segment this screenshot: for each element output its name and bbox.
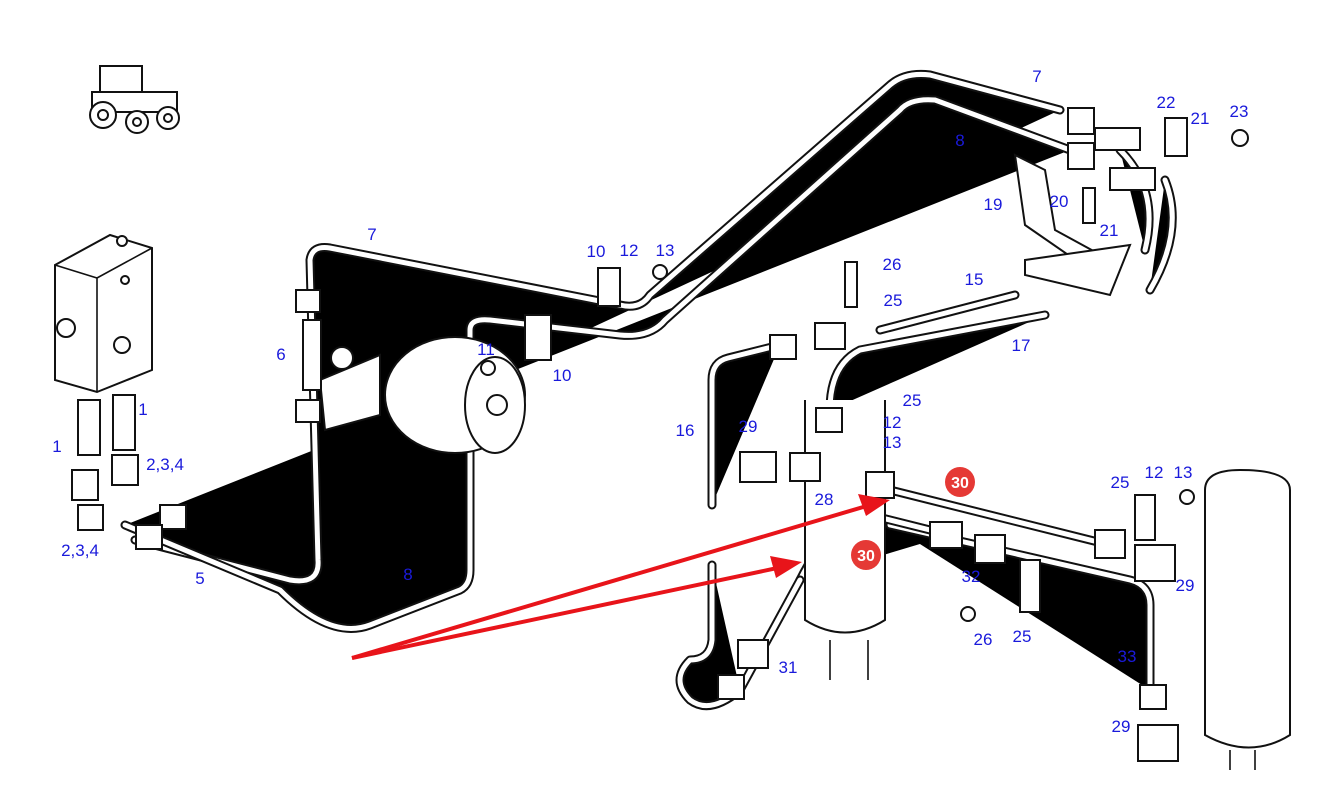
part-label: 28 [815,490,834,509]
arrow-to-lower-hose [351,565,783,660]
part-label: 6 [276,345,285,364]
part-label: 33 [1118,647,1137,666]
part-labels: 7 22 21 23 8 19 20 21 7 10 12 13 26 15 2… [52,67,1248,736]
part-label: 12 [620,241,639,260]
part-label: 12 [1145,463,1164,482]
part-label: 20 [1050,192,1069,211]
part-label: 12 [883,413,902,432]
part-label: 32 [962,567,981,586]
cylinder-center [804,400,886,680]
part-label: 11 [477,340,495,359]
mount-plate [1024,243,1132,297]
part-label: 26 [883,255,902,274]
part-label: 8 [955,131,964,150]
part-label: 13 [1174,463,1193,482]
part-label: 23 [1230,102,1249,121]
part-label: 13 [656,241,675,260]
part-label: 10 [553,366,572,385]
arrowhead-icon [858,494,890,516]
part-label: 21 [1100,221,1119,240]
callout-badge: 30 [851,540,881,570]
part-label: 7 [1032,67,1041,86]
part-label: 25 [1013,627,1032,646]
part-label: 31 [779,658,798,677]
fittings [135,107,1249,762]
part-label: 2,3,4 [146,455,184,474]
part-label: 15 [965,270,984,289]
part-label: 8 [403,565,412,584]
pipes [125,74,1173,706]
arrow-to-upper-hose [351,503,871,660]
callout-number: 30 [951,475,969,492]
part-label: 7 [367,225,376,244]
part-label: 25 [884,291,903,310]
arrowhead-icon [770,556,802,578]
part-label: 25 [903,391,922,410]
part-label: 10 [587,242,606,261]
part-label: 25 [1111,473,1130,492]
part-label: 5 [195,569,204,588]
part-label: 29 [1112,717,1131,736]
part-label: 13 [883,433,902,452]
part-label: 26 [974,630,993,649]
part-label: 29 [1176,576,1195,595]
valve-block [54,233,153,531]
part-label: 17 [1012,336,1031,355]
part-label: 22 [1157,93,1176,112]
part-label: 1 [138,400,147,419]
cylinder-right [1204,468,1291,770]
callout-badge: 30 [945,467,975,497]
callout-number: 30 [857,548,875,565]
part-label: 29 [739,417,758,436]
part-label: 21 [1191,109,1210,128]
part-label: 19 [984,195,1003,214]
part-label: 16 [676,421,695,440]
accumulator [318,336,526,454]
callout-arrows [351,494,890,660]
part-label: 2,3,4 [61,541,99,560]
part-label: 1 [52,437,61,456]
tractor-icon [89,65,180,134]
